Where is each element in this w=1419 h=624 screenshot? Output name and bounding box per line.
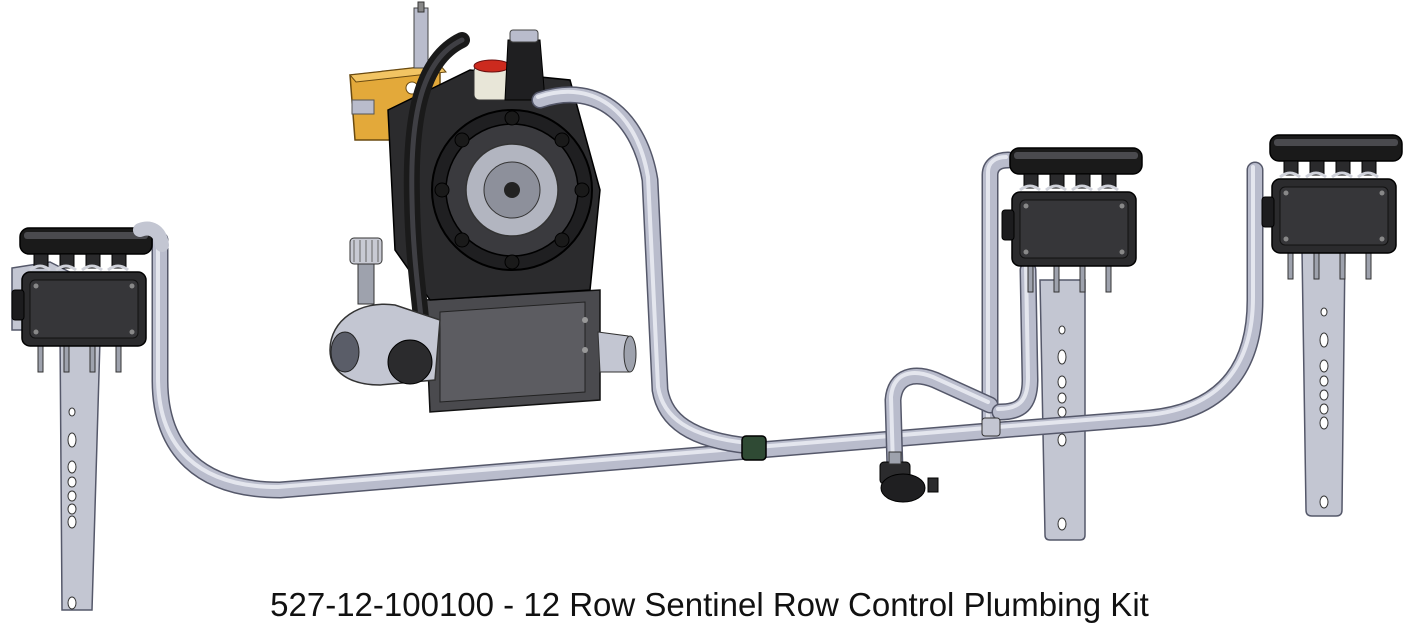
strainer-icon	[349, 237, 383, 305]
diaphragm-pump-icon	[329, 1, 637, 413]
pipe-elbow-left	[133, 221, 169, 252]
pipeLoop-layer	[886, 369, 997, 477]
pipe-tee	[981, 417, 1001, 437]
plumbing-pipes	[151, 86, 1264, 499]
pipeLoop2-layer	[993, 263, 1037, 419]
bracket-right	[1301, 249, 1346, 517]
bracket-center-right	[1039, 279, 1086, 541]
page-caption: 527-12-100100 - 12 Row Sentinel Row Cont…	[270, 586, 1149, 623]
pipeCR-layer	[983, 153, 1015, 432]
pipe-coupler	[741, 435, 767, 461]
pressure-regulator-icon	[879, 451, 939, 503]
